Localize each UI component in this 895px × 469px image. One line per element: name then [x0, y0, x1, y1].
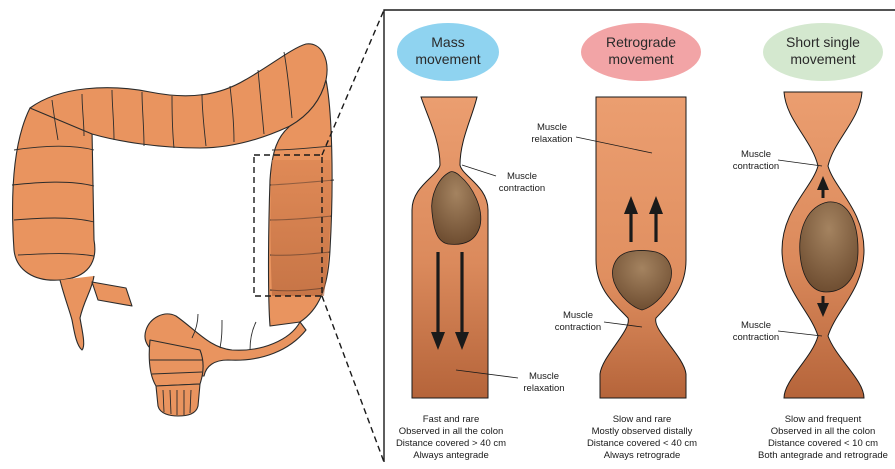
- label-contraction-1: Muscle: [741, 149, 771, 160]
- label-contraction-2: contraction: [733, 332, 779, 343]
- label-relaxation-1: Muscle: [529, 371, 559, 382]
- caption-line: Distance covered < 10 cm: [768, 438, 878, 449]
- panel-retrograde-movement: Retrograde movement Muscle relaxation Mu…: [531, 23, 701, 461]
- caption-line: Observed in all the colon: [399, 426, 504, 437]
- colon-segment-retrograde: [596, 97, 686, 398]
- pill-title-line1: Short single: [786, 34, 860, 50]
- caption-line: Slow and rare: [613, 414, 672, 425]
- pill-title-line2: movement: [608, 51, 673, 67]
- pill-title-line1: Mass: [431, 34, 464, 50]
- caption-line: Mostly observed distally: [592, 426, 693, 437]
- colon-illustration: [12, 44, 334, 416]
- label-contraction-1: Muscle: [563, 310, 593, 321]
- colon-segment-mass: [412, 97, 488, 398]
- label-contraction-1: Muscle: [741, 320, 771, 331]
- pill-title-line2: movement: [790, 51, 855, 67]
- caption-line: Slow and frequent: [785, 414, 862, 425]
- caption-line: Both antegrade and retrograde: [758, 450, 888, 461]
- label-contraction-2: contraction: [555, 322, 601, 333]
- caption-line: Distance covered < 40 cm: [587, 438, 697, 449]
- panel-short-single-movement: Short single movement Muscle contraction…: [733, 23, 888, 461]
- panel-mass-movement: Mass movement Muscle contraction Muscle …: [396, 23, 565, 461]
- caption-line: Observed in all the colon: [771, 426, 876, 437]
- label-relaxation-1: Muscle: [537, 122, 567, 133]
- label-contraction-1: Muscle: [507, 171, 537, 182]
- label-contraction-2: contraction: [499, 183, 545, 194]
- label-relaxation-2: relaxation: [531, 134, 572, 145]
- label-relaxation-2: relaxation: [523, 383, 564, 394]
- caption-line: Always antegrade: [413, 450, 489, 461]
- pill-title-line2: movement: [415, 51, 480, 67]
- label-contraction-2: contraction: [733, 161, 779, 172]
- fecal-bolus: [800, 202, 858, 292]
- caption-line: Fast and rare: [423, 414, 480, 425]
- pill-title-line1: Retrograde: [606, 34, 676, 50]
- caption-line: Always retrograde: [604, 450, 681, 461]
- caption-line: Distance covered > 40 cm: [396, 438, 506, 449]
